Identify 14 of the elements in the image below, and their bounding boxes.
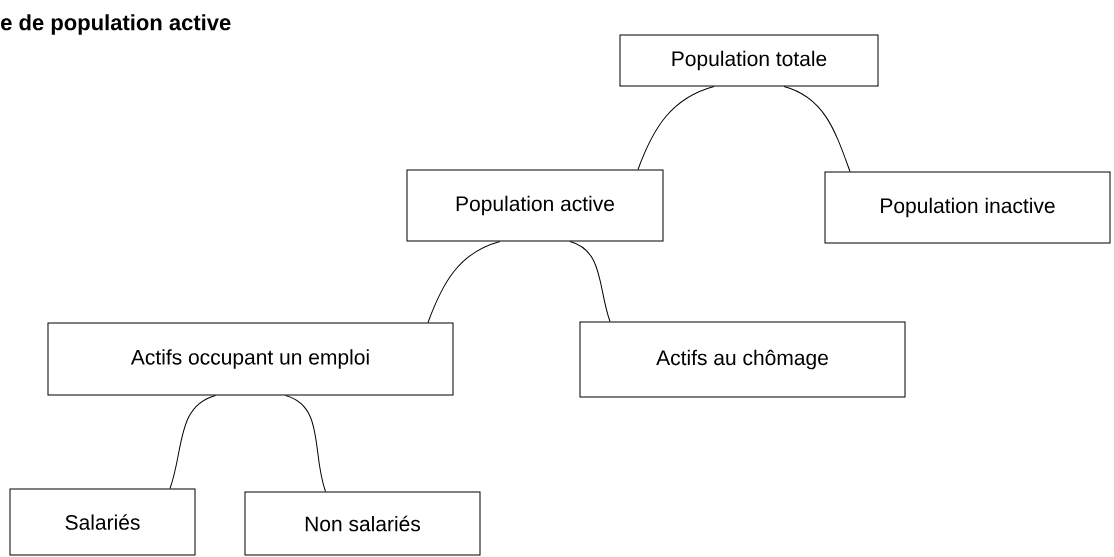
box: Actifs occupant un emploi — [47, 322, 454, 396]
connector-arc — [637, 86, 715, 170]
box: Non salariés — [244, 491, 481, 556]
box: Population inactive — [824, 171, 1111, 244]
box: Salariés — [9, 488, 196, 556]
connector-arc — [783, 86, 851, 172]
box: Actifs au chômage — [579, 321, 906, 398]
title: e de population active — [1, 14, 231, 35]
connector-arc — [285, 395, 326, 492]
connector-arc — [169, 395, 216, 489]
box: Population active — [406, 169, 664, 242]
box: Population totale — [619, 34, 879, 87]
connector-arc — [427, 241, 501, 323]
connector-arc — [569, 241, 611, 322]
